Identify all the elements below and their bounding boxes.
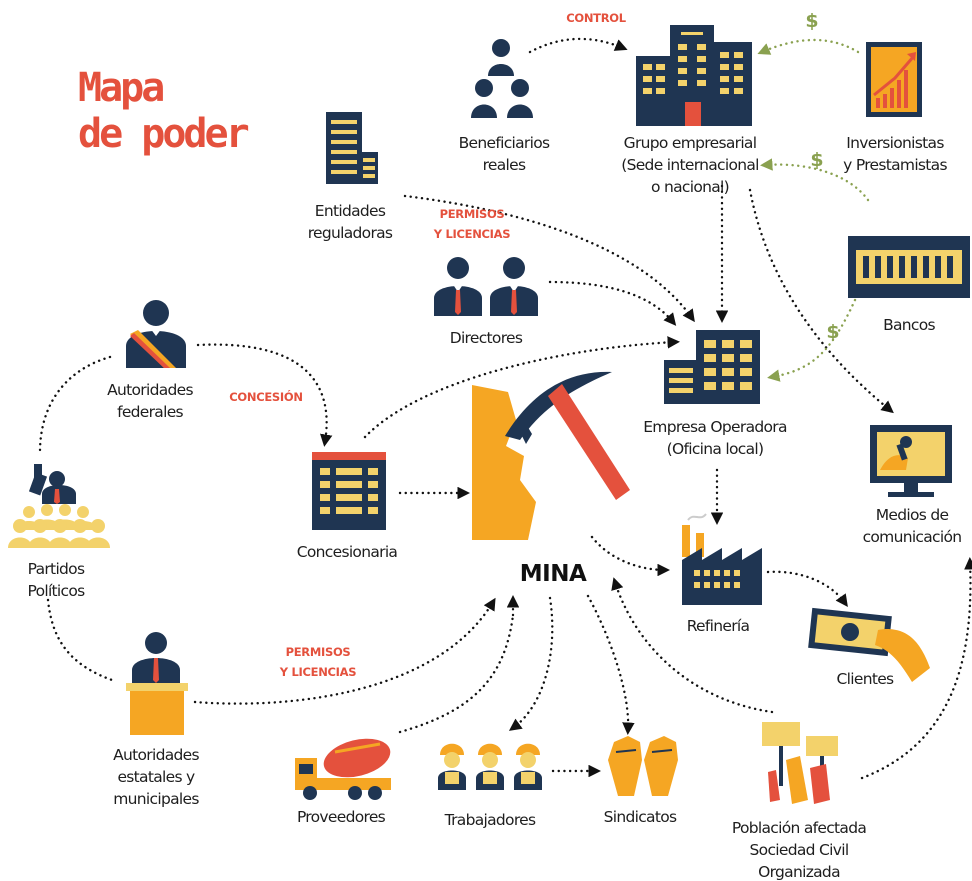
node-poblacion-l2: Sociedad Civil — [750, 841, 849, 859]
node-autoridades-federales-l2: federales — [117, 403, 183, 421]
node-medios-l2: comunicación — [863, 528, 962, 546]
node-autoridades-estatales-l2: estatales y — [117, 768, 195, 786]
raised-fists-icon — [608, 736, 678, 796]
node-concesionaria: Concesionaria — [297, 543, 398, 561]
factory-icon — [682, 513, 762, 605]
party-crowd-icon — [8, 464, 110, 548]
office-building-icon — [326, 112, 378, 184]
money-flow-inversionistas: $ — [805, 10, 818, 32]
node-grupo-l1: Grupo empresarial — [624, 134, 757, 152]
tv-monitor-icon — [870, 425, 952, 497]
operator-building-icon — [664, 330, 760, 404]
node-grupo-l3: o nacional) — [651, 178, 729, 196]
politician-sash-icon — [126, 300, 186, 368]
node-autoridades-estatales-l3: municipales — [113, 790, 199, 808]
node-entidades-l2: reguladoras — [308, 224, 393, 242]
node-medios-l1: Medios de — [876, 506, 949, 524]
node-grupo-l2: (Sede internacional — [621, 156, 759, 174]
node-autoridades-federales-l1: Autoridades — [107, 381, 193, 399]
cash-hand-icon — [808, 607, 930, 682]
businessmen-icon — [434, 257, 538, 316]
node-bancos: Bancos — [883, 316, 935, 334]
edge-label-concesion: CONCESIÓN — [229, 389, 302, 404]
cement-truck-icon — [295, 738, 391, 800]
center-mina-label: MINA — [520, 561, 587, 587]
node-refineria: Refinería — [687, 617, 750, 635]
node-partidos-l2: Políticos — [27, 582, 85, 600]
node-directores: Directores — [450, 329, 523, 347]
node-inversionistas-l2: y Prestamistas — [843, 156, 947, 174]
edge-label-permisos-bottom-1: PERMISOS — [286, 645, 351, 659]
edge-label-permisos-top-1: PERMISOS — [440, 207, 505, 221]
node-partidos-l1: Partidos — [28, 560, 85, 578]
edge-label-permisos-top-2: Y LICENCIAS — [433, 227, 510, 241]
money-flow-bancos-grupo: $ — [810, 149, 823, 171]
edge-label-permisos-bottom-2: Y LICENCIAS — [279, 665, 356, 679]
node-trabajadores: Trabajadores — [444, 811, 536, 829]
map-title-line2: de poder — [78, 111, 249, 157]
node-beneficiarios-l1: Beneficiarios — [459, 134, 550, 152]
node-empresa-operadora-l1: Empresa Operadora — [643, 418, 787, 436]
edge-label-control: CONTROL — [566, 11, 627, 25]
node-autoridades-estatales-l1: Autoridades — [113, 746, 199, 764]
skyscraper-icon — [636, 25, 752, 126]
node-poblacion-l1: Población afectada — [732, 819, 867, 837]
people-group-icon — [471, 39, 533, 118]
growth-chart-icon — [866, 42, 922, 117]
node-proveedores: Proveedores — [297, 808, 386, 826]
podium-official-icon — [126, 632, 188, 735]
mine-pickaxe-icon — [472, 371, 630, 540]
node-entidades-l1: Entidades — [315, 202, 386, 220]
node-poblacion-l3: Organizada — [758, 863, 840, 881]
workers-helmet-icon — [438, 743, 542, 790]
bank-icon — [848, 236, 970, 298]
node-clientes: Clientes — [837, 670, 895, 688]
map-title-line1: Mapa — [78, 65, 163, 111]
concession-building-icon — [312, 452, 386, 530]
protest-signs-icon — [762, 722, 838, 804]
node-beneficiarios-l2: reales — [483, 156, 526, 174]
money-flow-bancos-operadora: $ — [826, 321, 839, 343]
node-empresa-operadora-l2: (Oficina local) — [667, 440, 764, 458]
connectors — [38, 37, 972, 780]
node-sindicatos: Sindicatos — [604, 808, 677, 826]
node-inversionistas-l1: Inversionistas — [846, 134, 944, 152]
